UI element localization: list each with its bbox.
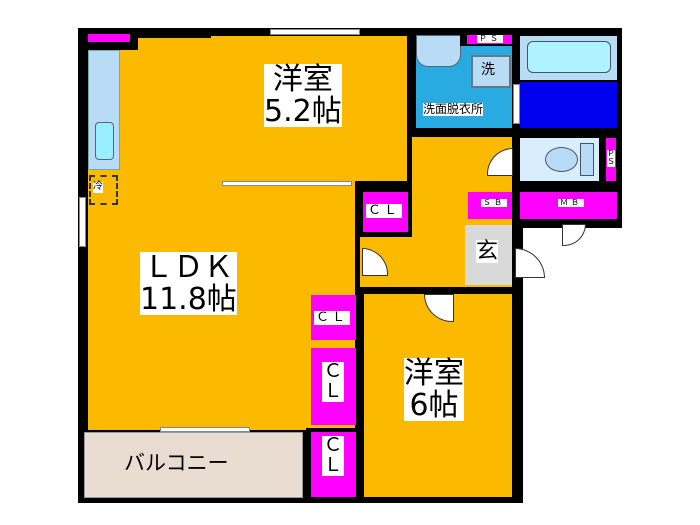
closet-2-label: ＣＬ: [314, 310, 351, 325]
washroom-label: 洗面脱衣所: [423, 102, 484, 116]
washer-space: [471, 55, 511, 88]
fridge-space: [89, 175, 118, 205]
washer-label: 洗: [481, 62, 495, 78]
bedroom2-label: 洋室 6帖: [404, 358, 464, 421]
toilet-icon: [545, 147, 578, 172]
bath-floor: [520, 82, 617, 128]
closet-1-label: ＣＬ: [366, 203, 403, 218]
balcony-label: バルコニー: [124, 451, 229, 475]
closet-4-label: ＣＬ: [322, 434, 344, 476]
ldk-name: ＬＤＫ: [143, 250, 234, 285]
sink-icon: [95, 122, 114, 160]
shoe-box-label: ＳＢ: [481, 198, 507, 208]
bathtub-icon: [527, 41, 611, 73]
balcony: [84, 432, 303, 498]
closet-3-label: ＣＬ: [322, 360, 344, 402]
meter-box-door[interactable]: [562, 224, 586, 246]
window-west[interactable]: [79, 197, 86, 247]
bedroom1-sliding-door[interactable]: [222, 181, 352, 186]
pipe-space-2-label: ＰＳ: [607, 149, 615, 167]
bedroom1-size: 5.2帖: [264, 93, 342, 129]
kitchen-hood: [88, 34, 130, 42]
bedroom1-label: 洋室 5.2帖: [264, 64, 342, 127]
washbasin-icon: [416, 35, 461, 67]
bedroom2-name: 洋室: [404, 356, 464, 391]
balcony-window[interactable]: [160, 427, 250, 432]
meter-box-label: ＭＢ: [558, 198, 584, 208]
front-door[interactable]: [515, 248, 545, 278]
ldk-label: ＬＤＫ 11.8帖: [140, 252, 237, 315]
pipe-space-1-label: ＰＳ: [477, 34, 503, 44]
fridge-label: 冷: [93, 181, 103, 193]
ldk-size: 11.8帖: [140, 281, 237, 317]
bedroom1-window[interactable]: [270, 29, 360, 35]
bedroom1-name: 洋室: [272, 62, 333, 97]
bath-door[interactable]: [513, 84, 520, 124]
bedroom2-size: 6帖: [409, 387, 459, 423]
entrance-label: 玄: [476, 239, 499, 264]
toilet-tank-icon: [580, 143, 594, 176]
